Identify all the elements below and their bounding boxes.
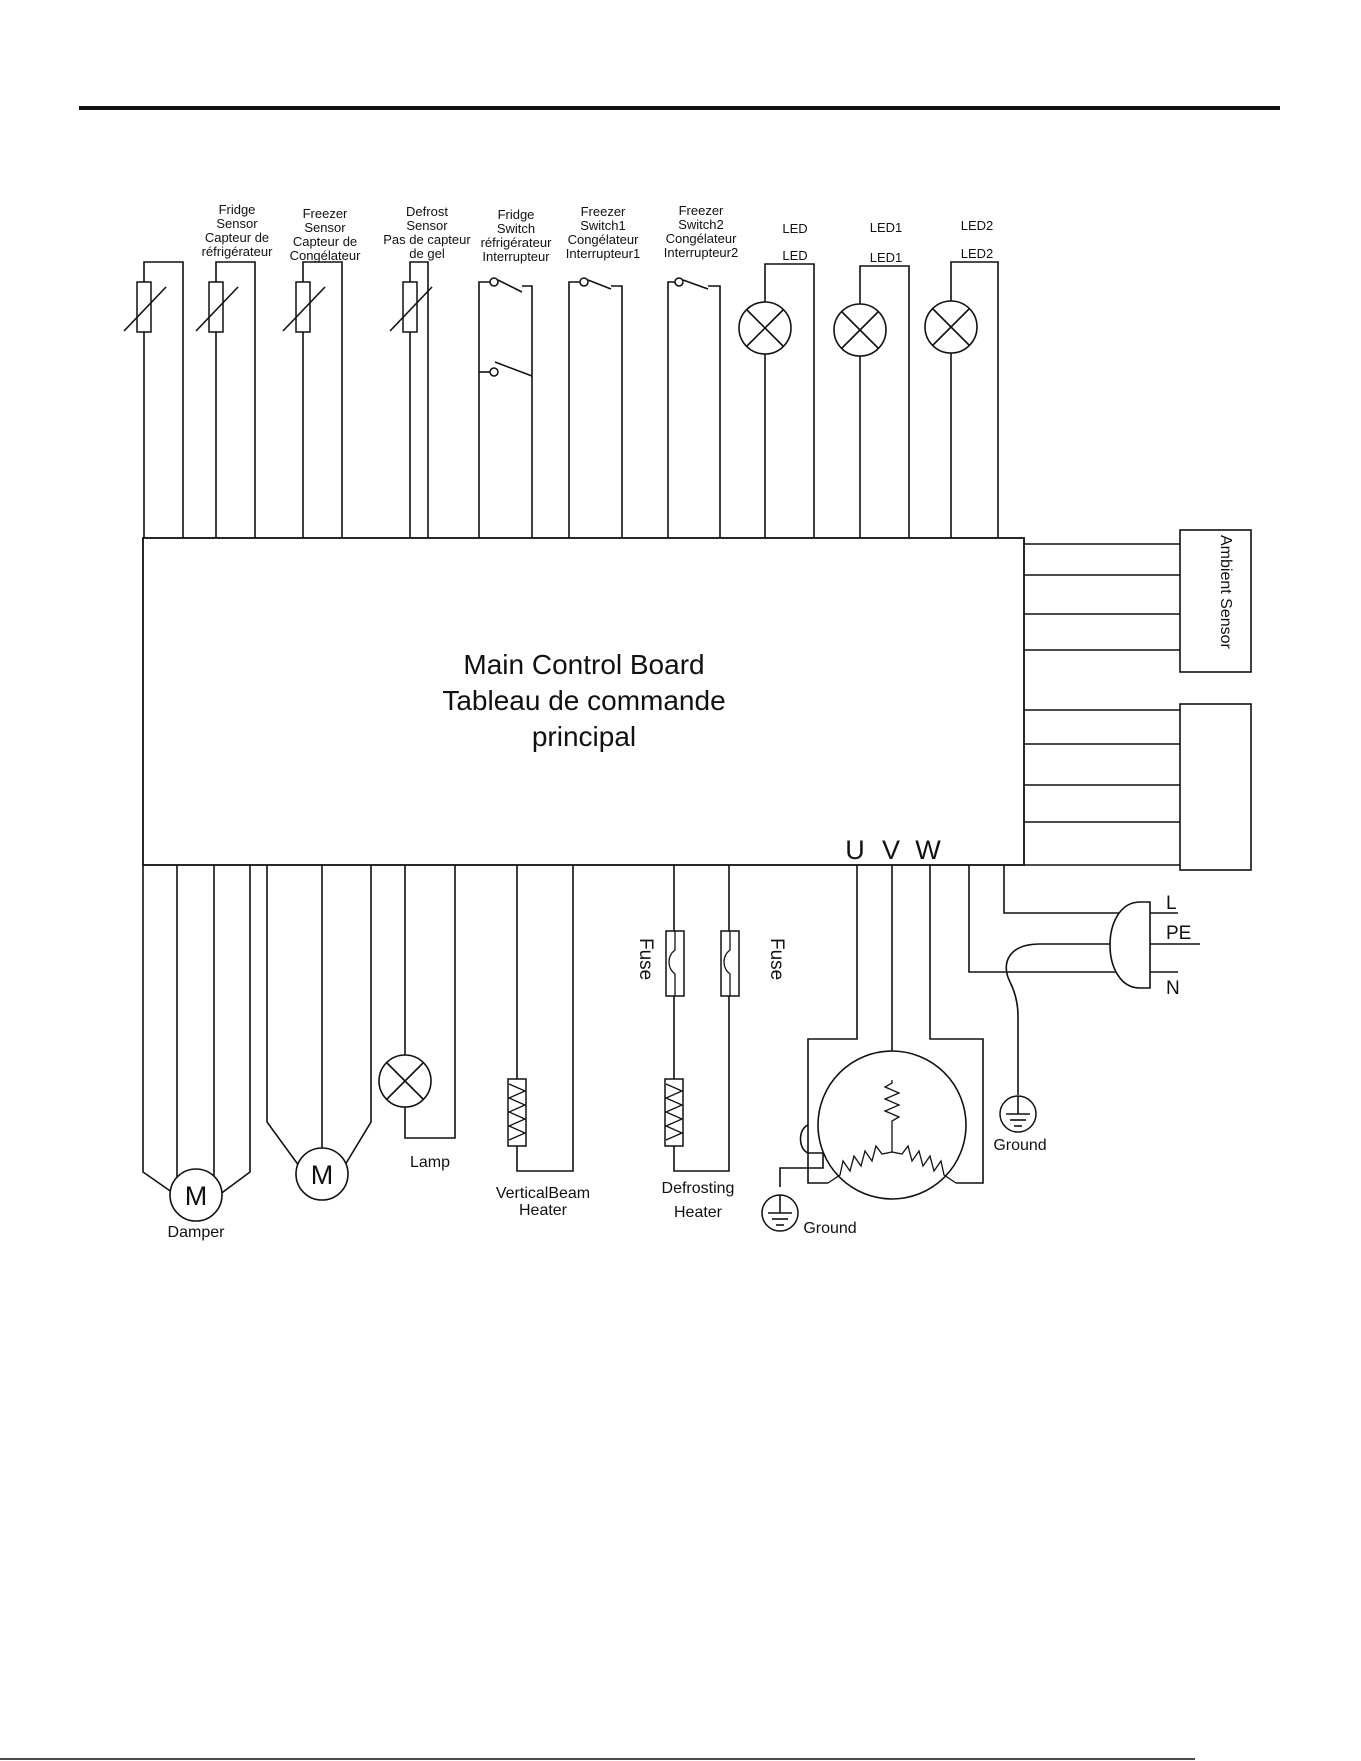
freezer-switch2: Freezer Switch2 Congélateur Interrupteur… <box>664 203 738 538</box>
unlabeled-sensor <box>123 261 184 538</box>
fuse-label-right: Fuse <box>766 938 787 980</box>
ground-plug: Ground <box>993 1095 1047 1154</box>
board-title-line3: principal <box>532 721 636 752</box>
fridge-switch-label-3: réfrigérateur <box>481 235 552 250</box>
fridge-sensor-label-1: Fridge <box>219 202 256 217</box>
fridge-sensor-label-2: Sensor <box>216 216 258 231</box>
plug-n-label: N <box>1166 978 1180 999</box>
switch-contact-icon <box>579 277 589 287</box>
fan-motor-letter: M <box>311 1160 334 1190</box>
motor-icon <box>295 1147 349 1201</box>
switch-contact-icon <box>489 367 499 377</box>
led2-indicator: LED2 LED2 <box>924 218 999 538</box>
led1-label-1: LED1 <box>870 220 903 235</box>
power-plug: L PE N <box>968 865 1200 1095</box>
fuse-label-left: Fuse <box>635 938 656 980</box>
motor-icon <box>169 1168 223 1222</box>
heater-element-icon <box>507 1078 527 1147</box>
board-title-line2: Tableau de commande <box>442 685 725 716</box>
lamp: Lamp <box>378 865 456 1171</box>
freezer-switch2-label-4: Interrupteur2 <box>664 245 738 260</box>
freezer-sensor: Freezer Sensor Capteur de Congélateur <box>282 206 361 538</box>
fridge-sensor-label-3: Capteur de <box>205 230 269 245</box>
phase-v-label: V <box>882 835 900 865</box>
led-indicator: LED LED <box>738 221 815 538</box>
freezer-sensor-label-1: Freezer <box>303 206 348 221</box>
compressor-motor: U V W <box>799 835 984 1200</box>
led1-label-2: LED1 <box>870 250 903 265</box>
ground-compressor: Ground <box>761 1153 857 1237</box>
header-rule <box>79 106 1280 110</box>
fridge-switch-label-4: Interrupteur <box>482 249 550 264</box>
plug-l-label: L <box>1166 893 1177 914</box>
switch-contact-icon <box>489 277 499 287</box>
defrosting-heater-circuit: Fuse Fuse Defrosting Heater <box>635 865 787 1221</box>
fan-motor: M <box>266 865 372 1201</box>
board-title-line1: Main Control Board <box>463 649 704 680</box>
freezer-switch1-label-4: Interrupteur1 <box>566 246 640 261</box>
freezer-switch1: Freezer Switch1 Congélateur Interrupteur… <box>566 204 640 538</box>
right-connector <box>1024 703 1252 871</box>
defrosting-heater-label-1: Defrosting <box>662 1180 735 1197</box>
fridge-sensor: Fridge Sensor Capteur de réfrigérateur <box>195 202 273 538</box>
phase-u-label: U <box>845 835 865 865</box>
fridge-switch-label-1: Fridge <box>498 207 535 222</box>
fridge-switch: Fridge Switch réfrigérateur Interrupteur <box>478 207 552 538</box>
freezer-sensor-label-2: Sensor <box>304 220 346 235</box>
ground-compressor-label: Ground <box>803 1220 856 1237</box>
defrost-sensor-label-3: Pas de capteur <box>383 232 471 247</box>
main-control-board <box>142 537 1025 866</box>
vertical-beam-heater-label-2: Heater <box>519 1202 568 1219</box>
freezer-switch2-label-3: Congélateur <box>666 231 737 246</box>
defrost-sensor-label-2: Sensor <box>406 218 448 233</box>
thermistor-icon <box>136 281 152 333</box>
fridge-switch-label-2: Switch <box>497 221 535 236</box>
defrost-sensor-label-4: de gel <box>409 246 445 261</box>
vertical-beam-heater-label-1: VerticalBeam <box>496 1185 590 1202</box>
freezer-sensor-label-4: Congélateur <box>290 248 361 263</box>
defrosting-heater-label-2: Heater <box>674 1204 723 1221</box>
plug-icon <box>1109 901 1151 989</box>
damper-motor: M Damper <box>142 865 251 1241</box>
ambient-sensor-label: Ambient Sensor <box>1217 535 1234 650</box>
defrost-sensor-label-1: Defrost <box>406 204 448 219</box>
freezer-switch2-label-1: Freezer <box>679 203 724 218</box>
freezer-switch1-label-2: Switch1 <box>580 218 626 233</box>
ambient-sensor: Ambient Sensor <box>1024 529 1252 673</box>
freezer-switch1-label-3: Congélateur <box>568 232 639 247</box>
thermistor-icon <box>208 281 224 333</box>
defrost-sensor: Defrost Sensor Pas de capteur de gel <box>383 204 471 538</box>
plug-pe-label: PE <box>1166 923 1191 944</box>
led1-indicator: LED1 LED1 <box>833 220 910 538</box>
thermistor-icon <box>402 281 418 333</box>
fridge-sensor-label-4: réfrigérateur <box>202 244 273 259</box>
lamp-label: Lamp <box>410 1154 450 1171</box>
phase-w-label: W <box>915 835 941 865</box>
vertical-beam-heater: VerticalBeam Heater <box>496 865 590 1219</box>
freezer-switch2-label-2: Switch2 <box>678 217 724 232</box>
led2-label-2: LED2 <box>961 246 994 261</box>
heater-element-icon <box>664 1078 684 1147</box>
switch-contact-icon <box>674 277 684 287</box>
freezer-sensor-label-3: Capteur de <box>293 234 357 249</box>
thermistor-icon <box>295 281 311 333</box>
ground-plug-label: Ground <box>993 1137 1046 1154</box>
led-label-1: LED <box>782 221 807 236</box>
led-label-2: LED <box>782 248 807 263</box>
damper-label: Damper <box>168 1224 226 1241</box>
freezer-switch1-label-1: Freezer <box>581 204 626 219</box>
led2-label-1: LED2 <box>961 218 994 233</box>
damper-motor-letter: M <box>185 1181 208 1211</box>
